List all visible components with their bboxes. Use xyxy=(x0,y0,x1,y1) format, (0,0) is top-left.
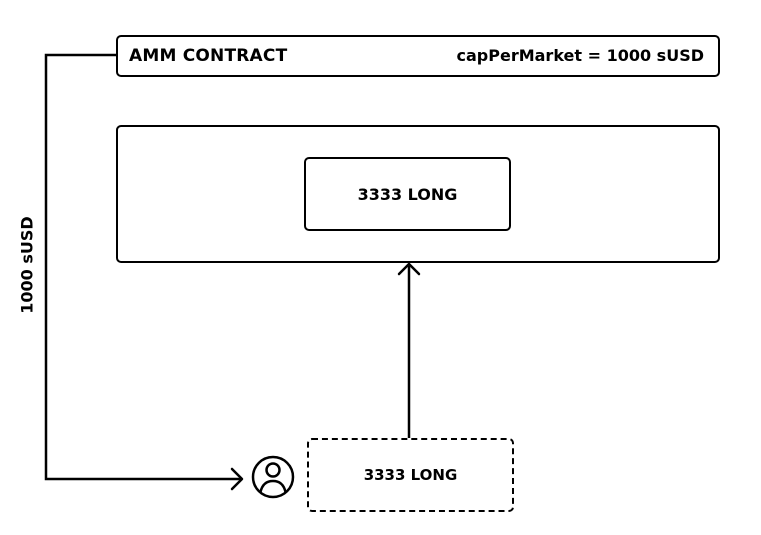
cap-per-market-label: capPerMarket = 1000 sUSD xyxy=(456,46,705,65)
position-flow-arrowhead xyxy=(397,262,421,276)
user-long-position-label: 3333 LONG xyxy=(363,466,458,484)
user-long-position-box: 3333 LONG xyxy=(307,438,514,512)
market-long-position-box: 3333 LONG xyxy=(304,157,511,231)
payment-flow-line xyxy=(44,53,242,481)
market-long-position-label: 3333 LONG xyxy=(357,184,458,204)
user-icon xyxy=(251,455,295,499)
payment-amount-label: 1000 sUSD xyxy=(17,216,37,314)
amm-contract-title: AMM CONTRACT xyxy=(129,46,288,66)
amm-contract-box: AMM CONTRACT capPerMarket = 1000 sUSD xyxy=(116,35,720,77)
payment-flow-arrowhead xyxy=(230,467,244,491)
